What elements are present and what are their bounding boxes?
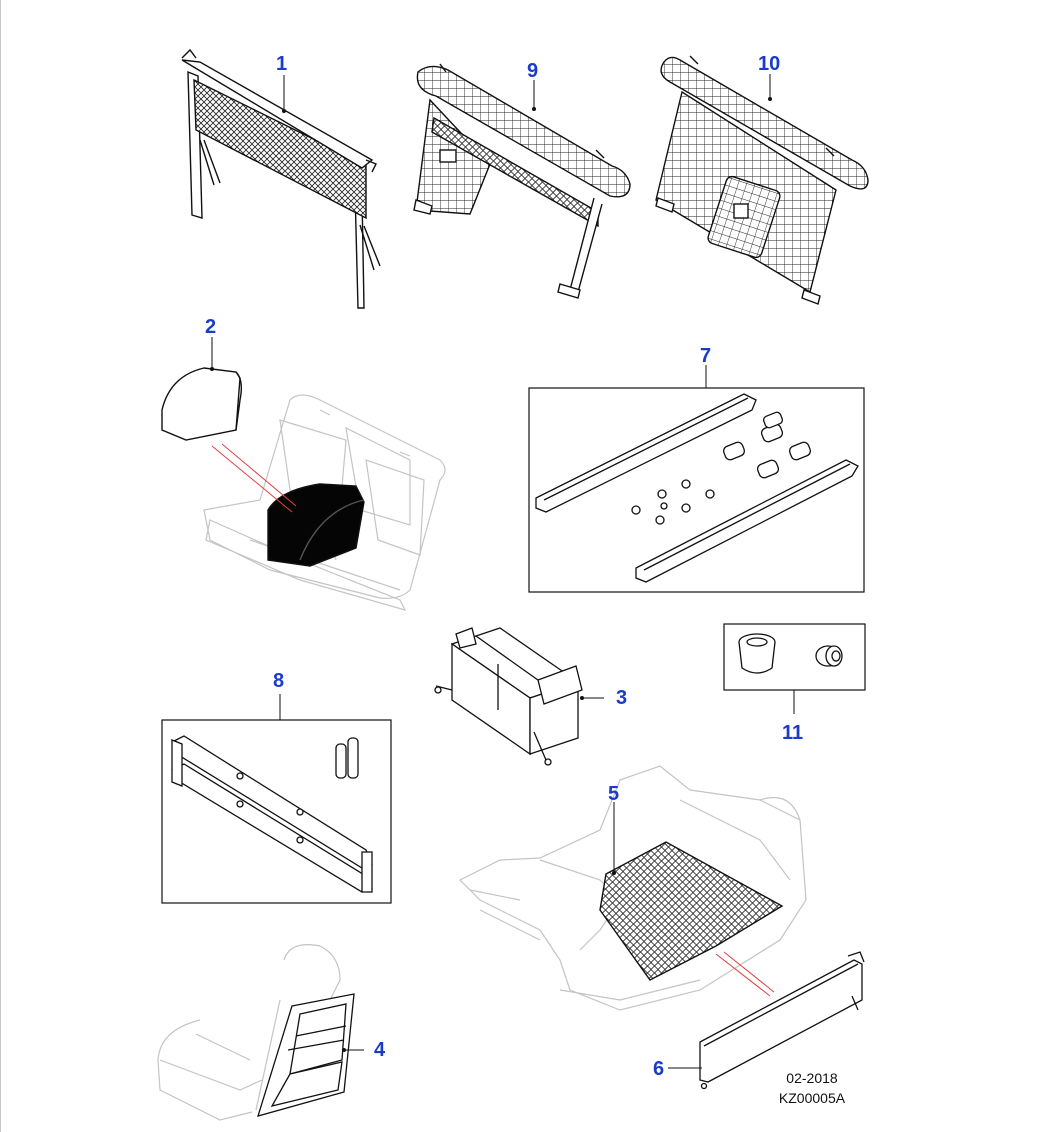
callout-6: 6 (653, 1058, 665, 1080)
ghost-luggage-compartment (458, 765, 807, 1011)
leader-10-dot (768, 97, 772, 101)
part-9-luggage-guard (413, 63, 631, 299)
part-1-cargo-net-partition (181, 48, 381, 309)
callout-11: 11 (782, 722, 804, 744)
leader-9-dot (532, 107, 536, 111)
ghost-front-seat (157, 944, 341, 1121)
part-8-bar-kit (171, 735, 373, 893)
part-4-seat-organiser (257, 993, 355, 1117)
part-7-rail-kit (535, 393, 859, 583)
part-2-ski-hatch-bag (161, 367, 365, 567)
diagram-date: 02-2018 (786, 1070, 838, 1086)
leader-6-ghost (715, 951, 775, 997)
part-3-storage-organiser (434, 627, 583, 766)
leader-3-dot (580, 696, 584, 700)
leader-5-dot (612, 871, 616, 875)
leader-2-dot (210, 367, 214, 371)
part-5-floor-net (599, 841, 784, 981)
diagram-reference: KZ00005A (778, 1090, 846, 1106)
leader-1-dot (282, 109, 286, 113)
leader-2-ghost (211, 443, 297, 513)
callout-2: 2 (205, 316, 217, 338)
callout-8: 8 (273, 670, 285, 692)
part-6-load-cover (699, 951, 865, 1090)
part-7-box (528, 387, 865, 593)
part-8-box (161, 719, 392, 904)
leader-4-dot (342, 1048, 346, 1052)
part-10-full-height-guard (655, 55, 869, 305)
page-edge-rule (0, 0, 1, 1132)
callout-3: 3 (616, 687, 628, 709)
part-11-caps (738, 633, 843, 674)
rail-screws (631, 479, 715, 525)
callout-4: 4 (374, 1039, 386, 1061)
callout-10: 10 (758, 53, 781, 75)
rail-clips (722, 411, 812, 479)
callout-7: 7 (700, 345, 712, 367)
callout-1: 1 (276, 53, 288, 75)
callout-5: 5 (608, 783, 620, 805)
callout-9: 9 (527, 60, 539, 82)
